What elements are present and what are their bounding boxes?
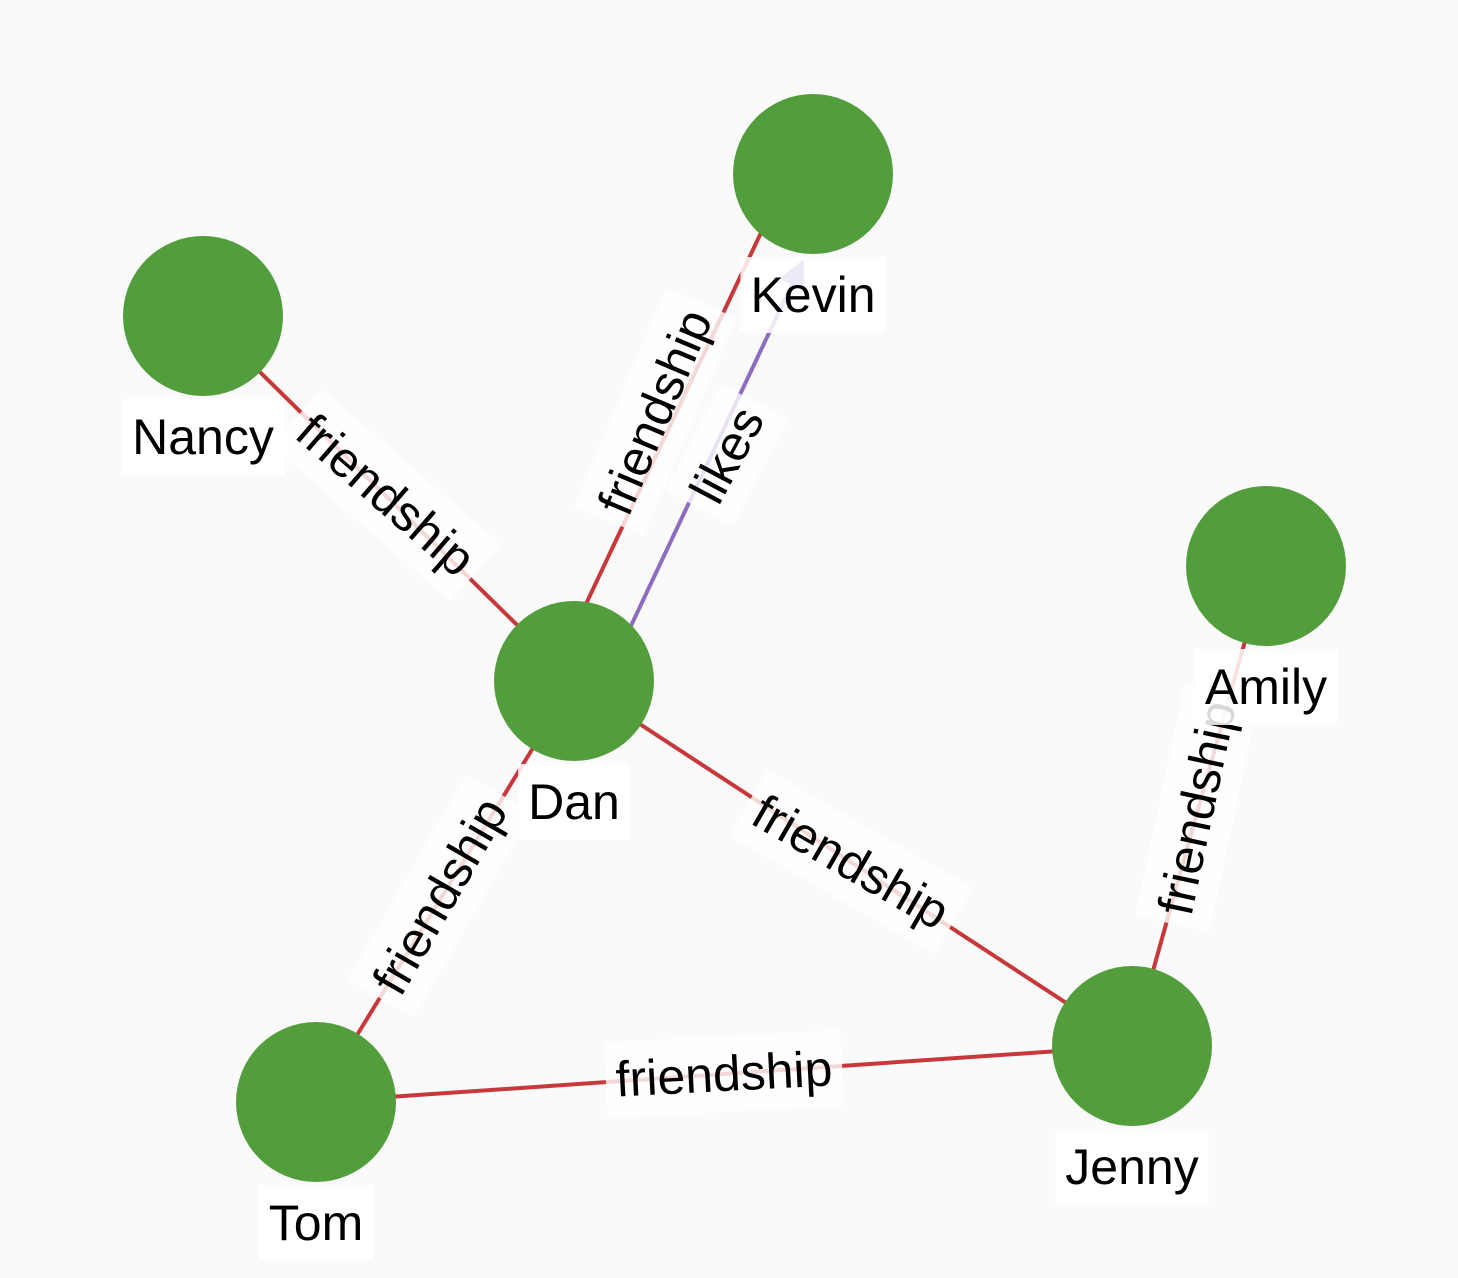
node-label-nancy: Nancy (122, 399, 284, 475)
node-dan[interactable] (494, 601, 654, 761)
node-label-background (1194, 649, 1338, 725)
edge-label-background (573, 288, 737, 536)
edge-label-background (1135, 684, 1259, 932)
node-jenny[interactable] (1052, 966, 1212, 1126)
node-label-amily: Amily (1194, 649, 1338, 725)
edge-label-nancy-dan: friendship (271, 388, 501, 602)
node-label-dan: Dan (518, 764, 630, 840)
node-label-jenny: Jenny (1055, 1129, 1209, 1205)
node-label-background (518, 764, 630, 840)
node-nancy[interactable] (123, 236, 283, 396)
edge-label-dan-jenny: friendship (729, 769, 973, 955)
edge-label-text: friendship (614, 1040, 833, 1107)
nodes-layer (123, 94, 1346, 1182)
node-kevin[interactable] (733, 94, 893, 254)
edge-label-background (603, 1029, 845, 1119)
edge-label-text: friendship (286, 403, 486, 587)
edge-label-background (347, 774, 533, 1018)
node-label-text: Dan (528, 774, 620, 830)
edge-label-background (271, 388, 501, 602)
edge-label-background (729, 769, 973, 955)
node-label-background (122, 399, 284, 475)
edge-label-dan-tom: friendship (347, 774, 533, 1018)
node-label-kevin: Kevin (740, 257, 886, 333)
node-label-background (258, 1185, 374, 1261)
edge-label-tom-jenny: friendship (603, 1029, 845, 1119)
node-label-text: Jenny (1065, 1139, 1198, 1195)
node-label-text: Amily (1205, 659, 1327, 715)
node-label-background (740, 257, 886, 333)
node-label-text: Tom (269, 1195, 363, 1251)
node-amily[interactable] (1186, 486, 1346, 646)
node-label-text: Nancy (132, 409, 274, 465)
node-label-text: Kevin (750, 267, 875, 323)
node-label-background (1055, 1129, 1209, 1205)
edge-label-background (665, 384, 789, 526)
node-label-tom: Tom (258, 1185, 374, 1261)
node-tom[interactable] (236, 1022, 396, 1182)
